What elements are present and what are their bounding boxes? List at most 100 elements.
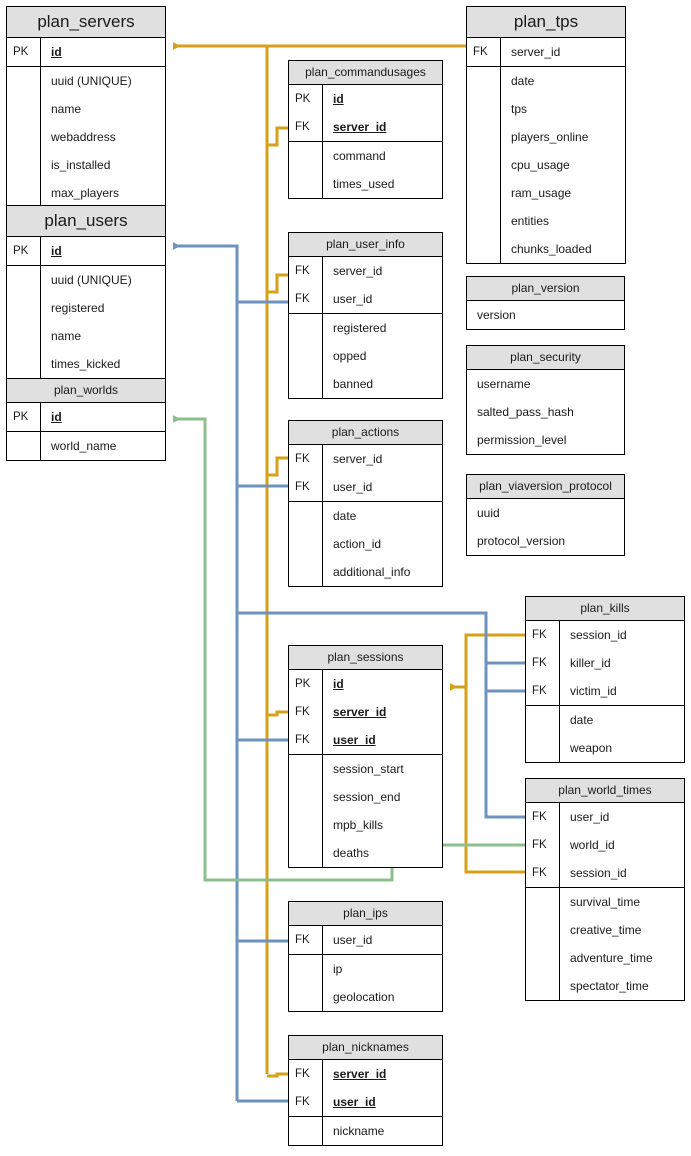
attribute-name: webaddress	[51, 130, 116, 144]
key-type-label: FK	[289, 1088, 323, 1116]
key-type-label: FK	[289, 698, 323, 726]
key-field-name: server_id	[511, 45, 561, 59]
rel-user-trunk	[173, 244, 239, 1101]
key-type-label: FK	[526, 859, 560, 887]
key-row: PK id	[289, 85, 442, 113]
key-type-label: FK	[526, 831, 560, 859]
attribute-row: nickname	[289, 1117, 442, 1145]
key-row: FK server_id	[289, 698, 442, 726]
rel-commandusages-server	[267, 126, 288, 147]
attribute-name: uuid	[477, 506, 500, 520]
key-type-spacer	[526, 972, 560, 1000]
attribute-name: registered	[51, 301, 105, 315]
key-field-name: server_id	[333, 705, 387, 719]
attribute-row: weapon	[526, 734, 684, 762]
attribute-row: uuid (UNIQUE)	[7, 67, 165, 95]
key-type-spacer	[467, 95, 501, 123]
attribute-row: session_end	[289, 783, 442, 811]
key-field-name: killer_id	[570, 656, 611, 670]
attribute-row: name	[7, 95, 165, 123]
attribute-name: times_used	[333, 177, 395, 191]
attribute-group: ip geolocation	[289, 954, 442, 1011]
key-type-spacer	[289, 314, 323, 342]
attribute-name: opped	[333, 349, 367, 363]
attribute-row: date	[467, 67, 625, 95]
key-type-spacer	[7, 294, 41, 322]
key-type-spacer	[526, 888, 560, 916]
attribute-name: creative_time	[570, 923, 642, 937]
key-type-spacer	[289, 955, 323, 983]
key-type-spacer	[289, 783, 323, 811]
attribute-row: registered	[7, 294, 165, 322]
key-type-spacer	[526, 944, 560, 972]
table-title: plan_servers	[7, 7, 165, 38]
key-type-spacer	[289, 170, 323, 198]
attribute-name: date	[511, 74, 535, 88]
key-type-label: PK	[289, 85, 323, 113]
key-type-spacer	[289, 1117, 323, 1145]
attribute-name: name	[51, 329, 82, 343]
attribute-row: version	[467, 301, 624, 329]
attribute-row: username	[467, 370, 624, 398]
attribute-name: adventure_time	[570, 951, 653, 965]
key-type-spacer	[289, 502, 323, 530]
key-type-spacer	[289, 811, 323, 839]
rel-sessions-server	[267, 710, 288, 717]
key-type-spacer	[289, 142, 323, 170]
attribute-name: deaths	[333, 846, 370, 860]
key-type-spacer	[7, 432, 41, 460]
table-title: plan_nicknames	[289, 1036, 442, 1060]
attribute-name: is_installed	[51, 158, 111, 172]
attribute-row: geolocation	[289, 983, 442, 1011]
key-type-label: FK	[289, 113, 323, 141]
attribute-row: max_players	[7, 179, 165, 207]
attribute-row: action_id	[289, 530, 442, 558]
table-title: plan_kills	[526, 597, 684, 621]
key-type-label: FK	[289, 926, 323, 954]
key-type-label: FK	[526, 677, 560, 705]
key-type-label: PK	[7, 403, 41, 431]
key-field-name: id	[333, 92, 344, 106]
key-field-name: victim_id	[570, 684, 617, 698]
table-title: plan_worlds	[7, 379, 165, 403]
attribute-row: ip	[289, 955, 442, 983]
key-field-name: user_id	[333, 292, 373, 306]
attribute-name: ip	[333, 962, 343, 976]
attribute-row: is_installed	[7, 151, 165, 179]
attribute-name: salted_pass_hash	[477, 405, 574, 419]
key-type-spacer	[526, 706, 560, 734]
